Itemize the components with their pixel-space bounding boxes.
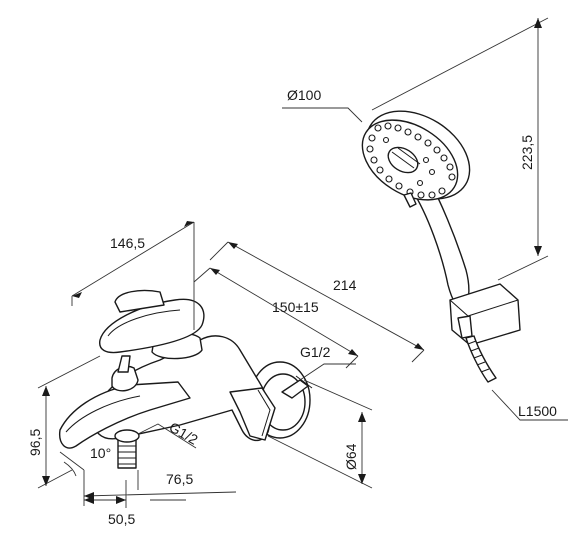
dim-spout-offset: 50,5 [84,480,186,527]
label-height: 96,5 [27,429,43,456]
spray-selector [403,192,417,208]
label-diverter-thread: G1/2 [167,419,201,448]
label-inlet-thread: G1/2 [300,344,331,360]
dim-shower-diameter: Ø100 [282,87,363,123]
label-spout-angle: 10° [90,445,111,461]
dim-handset-height: 223,5 [371,17,549,281]
dim-overall-depth: 214 [209,241,425,363]
spout [59,381,191,449]
dim-inlet-centers: 150±15 [193,267,359,369]
dim-height: 96,5 [27,355,101,489]
bath-mixer [59,289,313,469]
hand-shower [361,110,521,383]
label-spout-offset: 50,5 [108,511,135,527]
label-escutcheon-diameter: Ø64 [343,443,359,470]
dim-escutcheon-diameter: Ø64 [267,379,373,489]
label-body-width: 146,5 [110,235,145,251]
dim-hose-length: L1500 [491,389,568,421]
dim-inlet-thread: G1/2 [299,344,356,381]
label-overall-depth: 214 [333,277,357,293]
lever-handle [99,298,205,354]
shower-nozzles [366,122,456,199]
shower-hose [465,335,497,383]
dim-body-width: 146,5 [71,221,195,330]
dim-spout-depth: 76,5 [83,470,237,506]
label-inlet-centers: 150±15 [272,299,319,315]
label-shower-diameter: Ø100 [287,87,321,103]
label-spout-depth: 76,5 [166,471,193,487]
dim-spout-angle: 10° [59,445,111,477]
label-handset-height: 223,5 [519,135,535,170]
label-hose-length: L1500 [518,403,557,419]
